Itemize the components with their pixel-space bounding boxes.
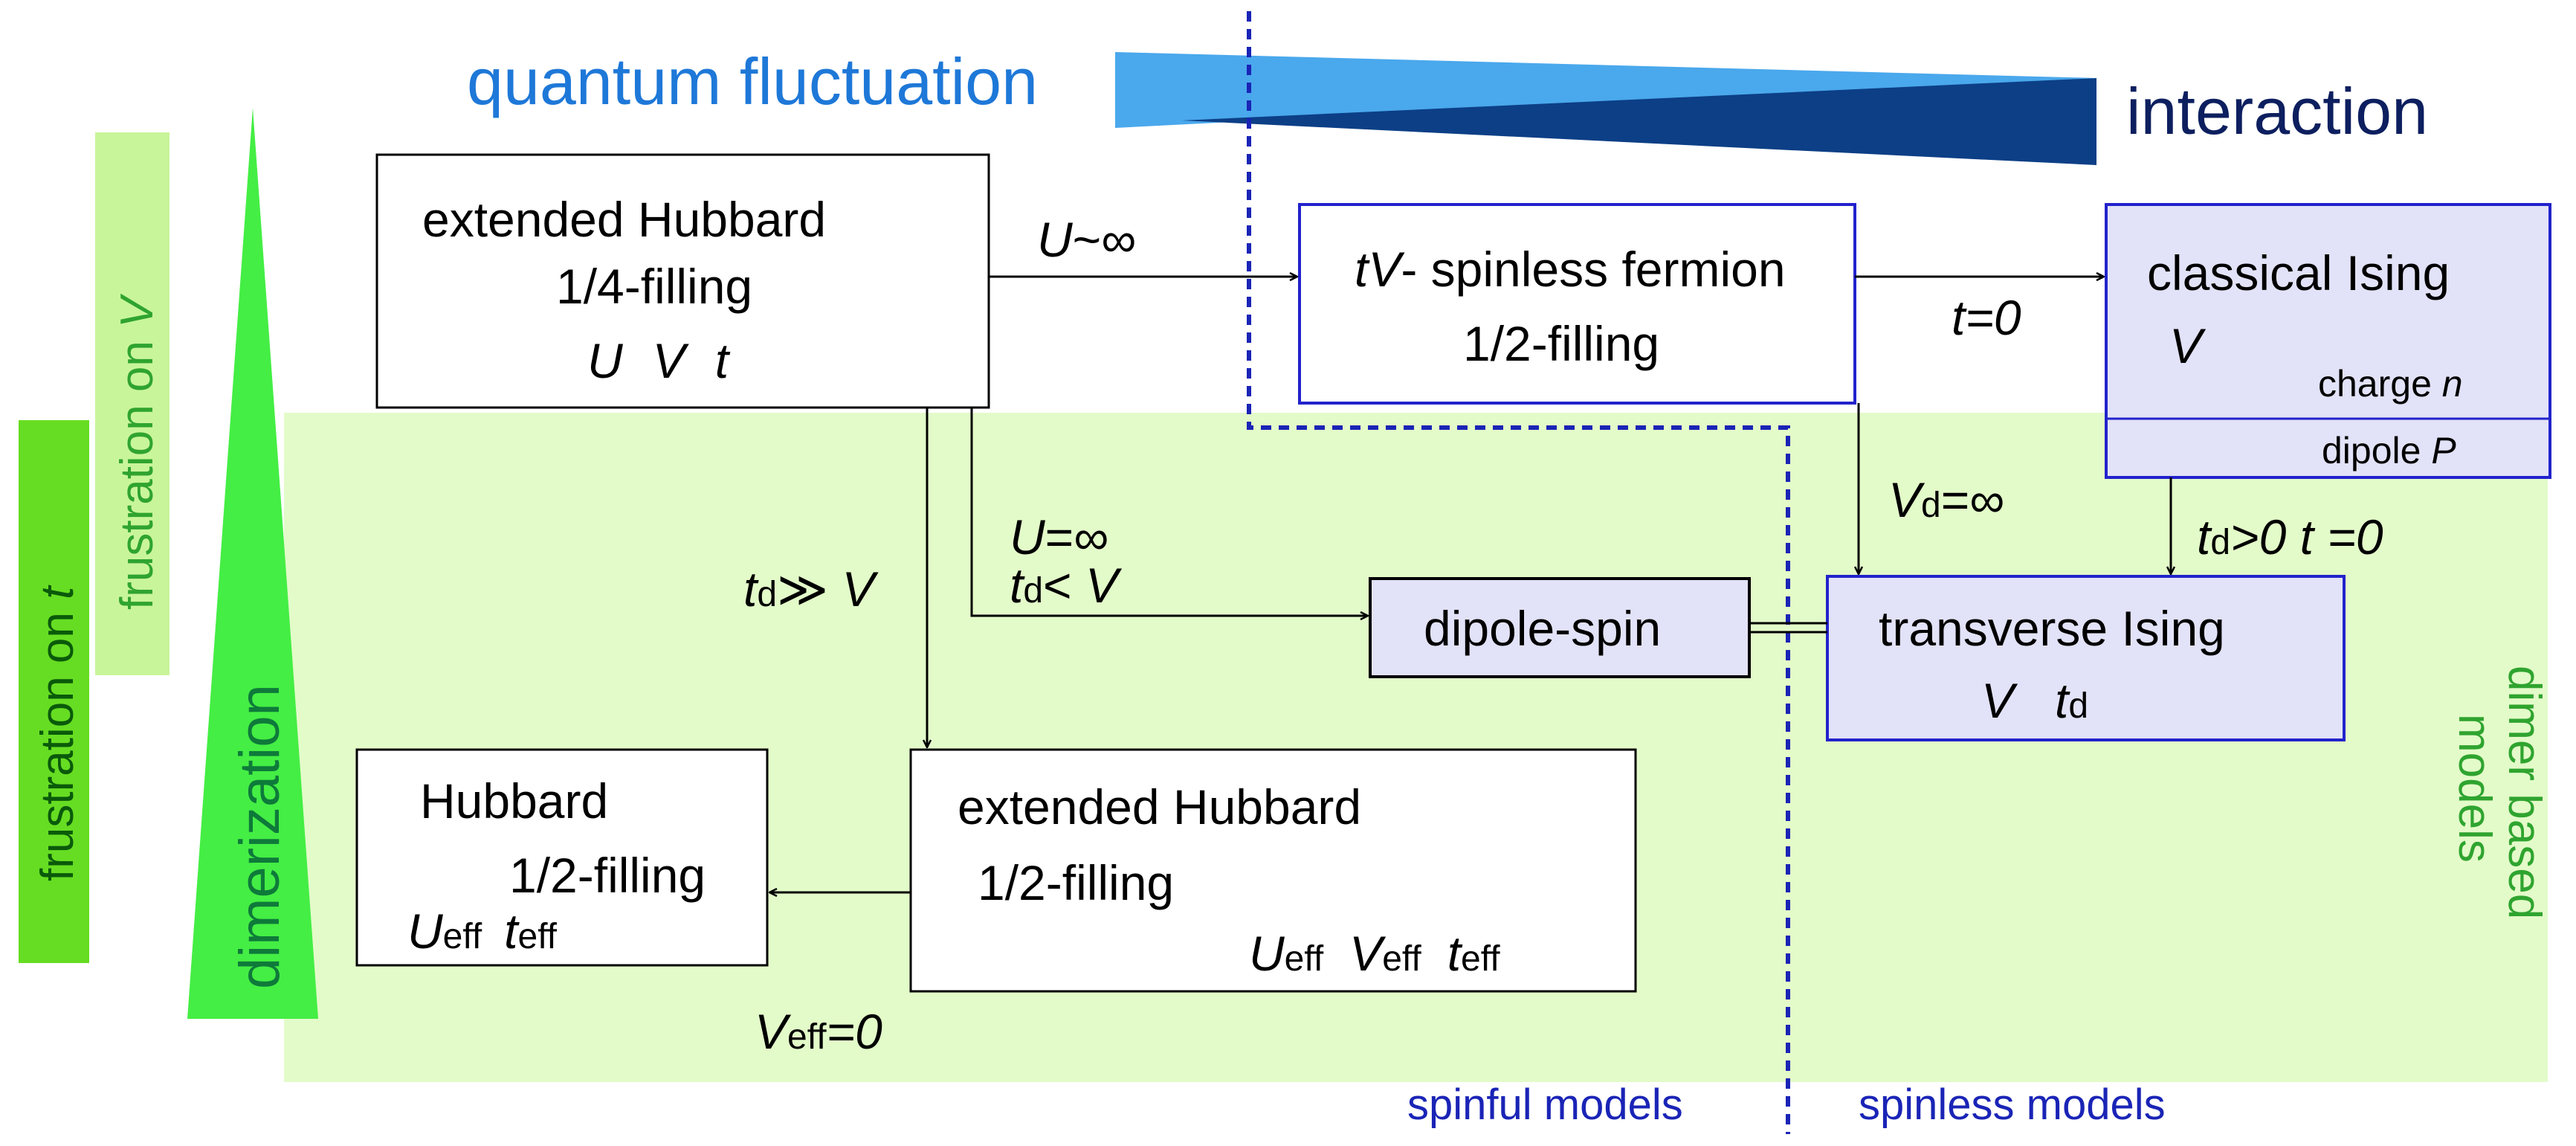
- t-zero-label: t=0: [1952, 290, 2021, 345]
- ext-hubbard-half-filling: 1/2-filling: [978, 855, 1174, 910]
- hubbard-half-title: Hubbard: [420, 773, 608, 828]
- frustration-v-bar: [95, 132, 170, 675]
- ext-hubbard-half-title: extended Hubbard: [958, 779, 1361, 834]
- dimerization-wedge: [187, 108, 318, 1019]
- frustration-t-bar: [19, 420, 89, 963]
- tv-spinless-title: tV- spinless fermion: [1355, 242, 1786, 297]
- quantum-fluctuation-wedge: [1115, 52, 2096, 128]
- dimer-based-label: dimer based: [2499, 666, 2550, 919]
- td-lt-v-label: td< V: [1010, 558, 1123, 613]
- charge-label: charge n: [2318, 363, 2463, 405]
- u-inf-label: U~∞: [1037, 212, 1136, 267]
- arrow-u-eq-inf: [970, 408, 1368, 616]
- ext-hubbard-quarter-filling: 1/4-filling: [556, 259, 752, 314]
- dipole-spin-title: dipole-spin: [1424, 601, 1661, 656]
- tv-spinless-box: tV- spinless fermion 1/2-filling: [1298, 203, 1856, 405]
- classical-ising-param: V: [2169, 318, 2207, 373]
- interaction-wedge: [1182, 78, 2096, 165]
- frustration-t-label: frustration on t: [32, 585, 83, 881]
- frustration-v-label: frustration on V: [112, 293, 163, 610]
- dipole-label: dipole P: [2322, 430, 2456, 471]
- vd-inf-label: Vd=∞: [1888, 472, 2004, 527]
- classical-ising-title: classical Ising: [2147, 245, 2450, 300]
- td-gt0-label: td>0 t =0: [2197, 509, 2383, 564]
- transverse-ising-title: transverse Ising: [1879, 601, 2225, 656]
- u-eq-inf-label: U=∞: [1010, 509, 1108, 564]
- hubbard-half-filling: 1/2-filling: [509, 848, 706, 903]
- td-gg-v-label: td≫ V: [743, 561, 879, 617]
- model-divider-line: [1247, 11, 1790, 1134]
- spinful-models-label: spinful models: [1407, 1081, 1683, 1129]
- dipole-spin-box: dipole-spin: [1369, 577, 1751, 678]
- spinless-models-label: spinless models: [1859, 1081, 2166, 1129]
- models-label: models: [2449, 714, 2500, 863]
- quantum-fluctuation-label: quantum fluctuation: [467, 45, 1038, 118]
- dimerization-label: dimerization: [228, 684, 291, 989]
- ext-hubbard-quarter-title: extended Hubbard: [422, 192, 826, 247]
- interaction-label: interaction: [2126, 74, 2428, 148]
- classical-ising-box: classical Ising V charge n dipole P: [2105, 203, 2551, 479]
- tv-spinless-filling: 1/2-filling: [1463, 316, 1659, 371]
- veff-zero-label: Veff=0: [755, 1004, 882, 1059]
